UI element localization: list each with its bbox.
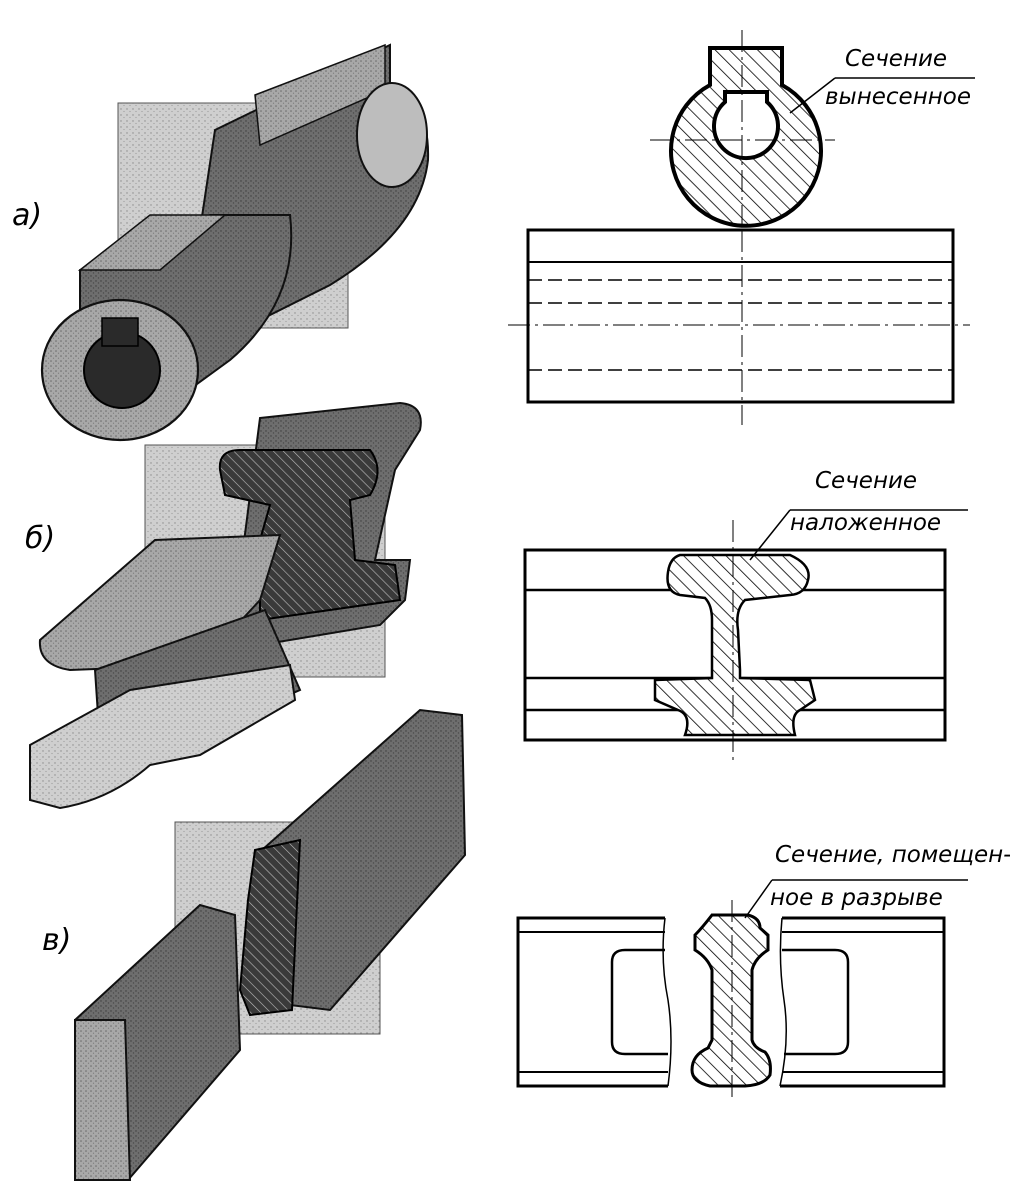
caption-c-line1: Сечение, помещен- [775,842,1010,868]
left-web-outline [610,948,668,1056]
row-b-drawing [523,509,968,760]
leader [749,509,791,561]
caption-b-line2: наложенное [790,510,941,536]
caption-c-line2: ное в разрыве [770,885,943,911]
row-a-letter: а) [12,198,42,233]
caption-b-line1: Сечение [815,468,917,494]
shaft-bore-keyslot [101,317,139,347]
row-c-letter: в) [42,923,71,958]
bar-front-face [74,1019,132,1181]
superimposed-section [653,553,817,737]
caption-a-line1: Сечение [845,46,947,72]
bar-back-section [238,838,302,1017]
row-b-letter: б) [25,521,55,556]
rail-view-left [516,916,668,1088]
shaft-back-end [356,82,428,188]
rail-view-right [780,916,946,1088]
removed-section-bore [712,90,780,161]
rail-view-right-break [779,917,787,1087]
section-in-break [690,913,772,1088]
row-c-drawing [516,879,968,1100]
rail-front-base [29,663,297,810]
caption-a-line2: вынесенное [825,84,971,110]
row-c-pictorial [74,708,467,1181]
row-a-drawing [508,30,975,425]
row-b-pictorial [29,401,422,810]
right-web-outline [782,948,850,1056]
shaft-view [526,228,955,404]
shaft-front-key [77,214,228,271]
rail-view [523,548,947,742]
rail-view-left-break [662,917,672,1087]
leader [789,77,836,114]
leader [744,879,773,919]
row-a-pictorial [40,43,430,442]
